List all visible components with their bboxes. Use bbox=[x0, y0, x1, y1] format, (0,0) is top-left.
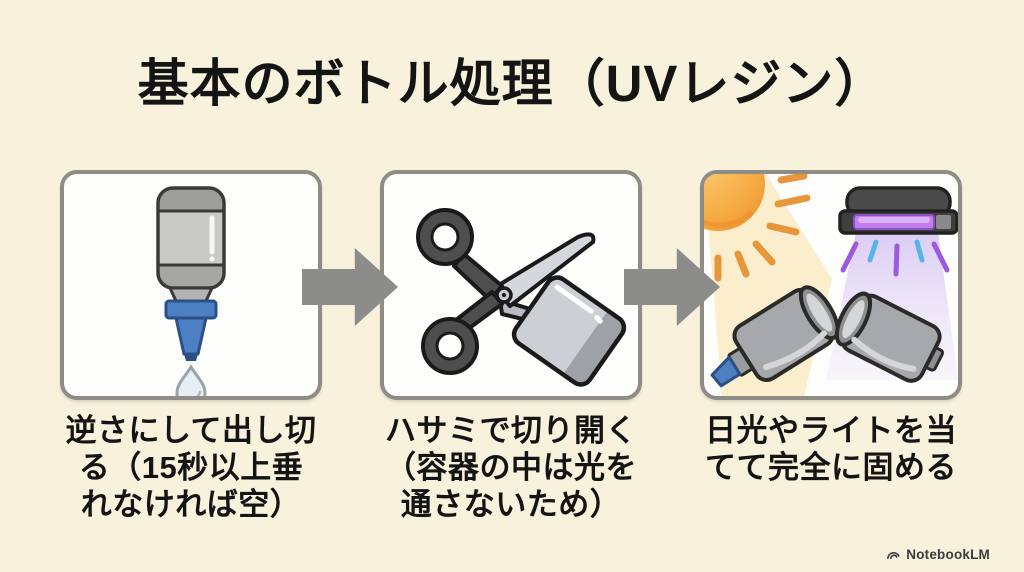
sun-and-uv-lamp-curing-icon bbox=[704, 174, 958, 396]
scissors-cutting-bottle-icon bbox=[416, 208, 629, 389]
bottle-upside-down-icon bbox=[156, 186, 226, 396]
step-3-caption: 日光やライトを当 てて完全に固める bbox=[705, 413, 957, 485]
brand-footer: NotebookLM bbox=[886, 544, 990, 564]
step-1-caption: 逆さにして出し切 る（15秒以上垂 れなければ空） bbox=[65, 413, 317, 522]
step-2-caption: ハサミで切り開く （容器の中は光を 通さないため） bbox=[385, 413, 637, 522]
step-1-panel bbox=[60, 170, 322, 400]
notebooklm-logo-icon bbox=[887, 551, 900, 559]
page-title: 基本のボトル処理（UVレジン） bbox=[137, 55, 887, 112]
step-3-panel bbox=[700, 170, 962, 400]
brand-name: NotebookLM bbox=[906, 546, 990, 562]
step-2-panel bbox=[380, 170, 642, 400]
